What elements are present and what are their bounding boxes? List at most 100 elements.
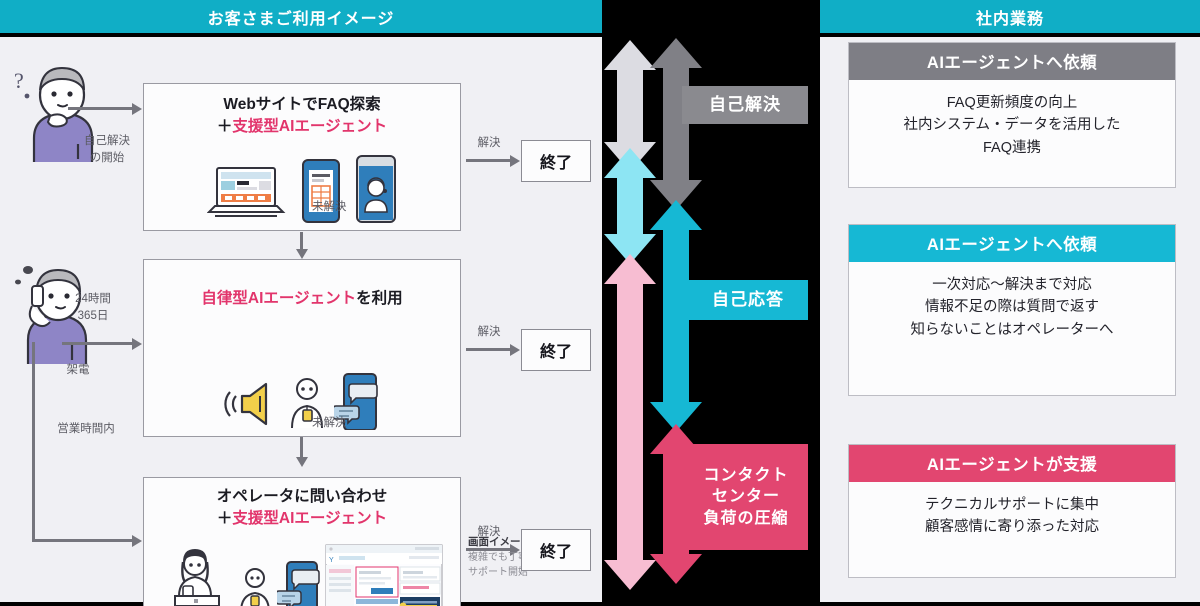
card-2-header: AIエージェントへ依頼 [849, 225, 1175, 262]
arrowhead-right-icon [132, 534, 142, 547]
mid-label-contact-center-load: コンタクト センター 負荷の圧縮 [684, 444, 808, 550]
end-label: 終了 [539, 544, 572, 561]
mid-label-3-line1: コンタクト [703, 466, 789, 484]
flow-box-autonomous-ai-agent[interactable]: 自律型AIエージェントを利用 [143, 259, 461, 437]
card-2-line3: 知らないことはオペレーターへ [910, 321, 1114, 338]
label-line-2: の開始 [89, 151, 125, 164]
internal-card-3[interactable]: AIエージェントが支援 テクニカルサポートに集中 顧客感情に寄り添った対応 [848, 444, 1176, 578]
mid-label-self-response: 自己応答 [688, 280, 808, 320]
end-box-2[interactable]: 終了 [521, 329, 591, 371]
header-left-label: お客さまご利用イメージ [207, 10, 395, 28]
label-resolved-1: 解決 [477, 137, 501, 149]
label-unresolved-1: 未解決 [312, 201, 347, 213]
connector-box1-to-end1 [466, 159, 514, 162]
label-business-hours: 営業時間内 [57, 423, 115, 435]
label-outbound-call: 架電 [66, 364, 90, 376]
left-panel: ? 自己解決 の開始 [0, 37, 602, 606]
connector-box2-to-box3 [300, 437, 303, 459]
screen-note-title: 画面イメージ [468, 536, 531, 548]
connector-persona1-to-box1 [68, 107, 134, 110]
mid-label-self-resolution: 自己解決 [682, 86, 808, 124]
card-3-line2: 顧客感情に寄り添った対応 [925, 519, 1099, 536]
label-resolved-2: 解決 [477, 326, 501, 338]
box2-tail-text: を利用 [356, 290, 403, 307]
card-3-body: テクニカルサポートに集中 顧客感情に寄り添った対応 [849, 482, 1175, 549]
label-unresolved-2: 未解決 [312, 417, 347, 429]
connector-box1-to-box2 [300, 232, 303, 251]
arrow-light-grey [604, 40, 656, 172]
mobile-form-icon [302, 159, 340, 223]
box1-accent-text: 支援型AIエージェント [232, 118, 388, 136]
operator-person-icon [291, 378, 323, 429]
card-3-header: AIエージェントが支援 [849, 445, 1175, 482]
mid-label-1-text: 自己解決 [709, 94, 781, 114]
arrowhead-down-icon [295, 457, 308, 467]
card-1-line3: FAQ連携 [982, 139, 1041, 156]
end-label: 終了 [539, 155, 572, 172]
label-line-1: 自己解決 [84, 135, 130, 147]
arrow-cyan [650, 200, 702, 432]
arrow-light-cyan [604, 148, 656, 264]
arrowhead-down-icon [295, 249, 308, 259]
connector-box2-to-end2 [466, 348, 514, 351]
label-resolved-3: 解決 [477, 526, 501, 538]
plus-sign: ＋ [216, 118, 233, 136]
connector-branch-vertical [32, 342, 35, 542]
mid-label-3-line2: センター [711, 488, 780, 506]
internal-card-1[interactable]: AIエージェントへ依頼 FAQ更新頻度の向上 社内システム・データを活用した F… [848, 42, 1176, 188]
connector-branch-horizontal [32, 539, 134, 542]
box2-title: 自律型AIエージェントを利用 [201, 288, 402, 310]
box3-accent-text: 支援型AIエージェント [232, 510, 388, 528]
plus-sign: ＋ [216, 510, 233, 528]
flow-box-operator-inquiry[interactable]: オペレータに問い合わせ ＋支援型AIエージェント [143, 477, 461, 606]
box2-illustrations [224, 372, 380, 430]
card-3-line1: テクニカルサポートに集中 [925, 497, 1099, 513]
arrowhead-right-icon [132, 102, 142, 115]
label-24h-365d: 24時間 365日 [56, 291, 130, 324]
card-1-line1: FAQ更新頻度の向上 [946, 95, 1078, 111]
box3-illustrations: Y [161, 544, 443, 606]
card-1-line2: 社内システム・データを活用した [903, 117, 1121, 134]
arrow-light-pink [604, 254, 656, 590]
flow-box-website-faq[interactable]: WebサイトでFAQ探索 ＋支援型AIエージェント [143, 83, 461, 231]
screen-note-line2: サポート開始 [468, 567, 528, 578]
end-box-3[interactable]: 終了 [521, 529, 591, 571]
chat-mobile-icon [334, 373, 378, 430]
agent-at-laptop-icon [174, 549, 220, 606]
label-self-resolution-start: 自己解決 の開始 [62, 133, 152, 166]
phone-call-person-icon [6, 252, 98, 369]
end-box-1[interactable]: 終了 [521, 140, 591, 182]
label-line-1: 24時間 [75, 293, 111, 305]
internal-card-2[interactable]: AIエージェントへ依頼 一次対応〜解決まで対応 情報不足の際は質問で返す 知らな… [848, 224, 1176, 396]
end-label: 終了 [539, 344, 572, 361]
connector-persona2-to-box2 [62, 342, 134, 345]
box3-title-line1: オペレータに問い合わせ [216, 488, 388, 505]
box2-accent-text: 自律型AIエージェント [201, 290, 357, 307]
arrowhead-right-icon [510, 154, 520, 167]
svg-text:Y: Y [329, 557, 334, 564]
card-1-header: AIエージェントへ依頼 [849, 43, 1175, 80]
header-right-label: 社内業務 [975, 10, 1044, 28]
speaker-icon [224, 382, 268, 426]
arrow-grey [650, 38, 702, 210]
mid-label-2-text: 自己応答 [712, 289, 784, 309]
chat-mobile-icon [277, 561, 320, 606]
header-internal-operations: 社内業務 [820, 0, 1200, 33]
arrowhead-right-icon [510, 343, 520, 356]
card-2-line2: 情報不足の際は質問で返す [925, 299, 1099, 316]
card-2-body: 一次対応〜解決まで対応 情報不足の際は質問で返す 知らないことはオペレーターへ [849, 262, 1175, 351]
arrowhead-right-icon [510, 543, 520, 556]
card-2-line1: 一次対応〜解決まで対応 [932, 277, 1092, 293]
svg-text:?: ? [14, 68, 24, 93]
mid-label-3-line3: 負荷の圧縮 [703, 509, 789, 527]
box1-title-line1: WebサイトでFAQ探索 [223, 96, 381, 113]
box1-title-line2: ＋支援型AIエージェント [217, 116, 387, 138]
connector-box3-to-end3 [466, 548, 514, 551]
dashboard-screenshot-icon: Y [325, 544, 443, 606]
screen-note-body: 複雑でも丁寧で迅速な サポート開始 [468, 550, 600, 580]
card-1-body: FAQ更新頻度の向上 社内システム・データを活用した FAQ連携 [849, 80, 1175, 169]
screen-note-line1: 複雑でも丁寧で迅速な [468, 552, 568, 563]
laptop-icon [207, 167, 286, 217]
arrowhead-right-icon [132, 337, 142, 350]
